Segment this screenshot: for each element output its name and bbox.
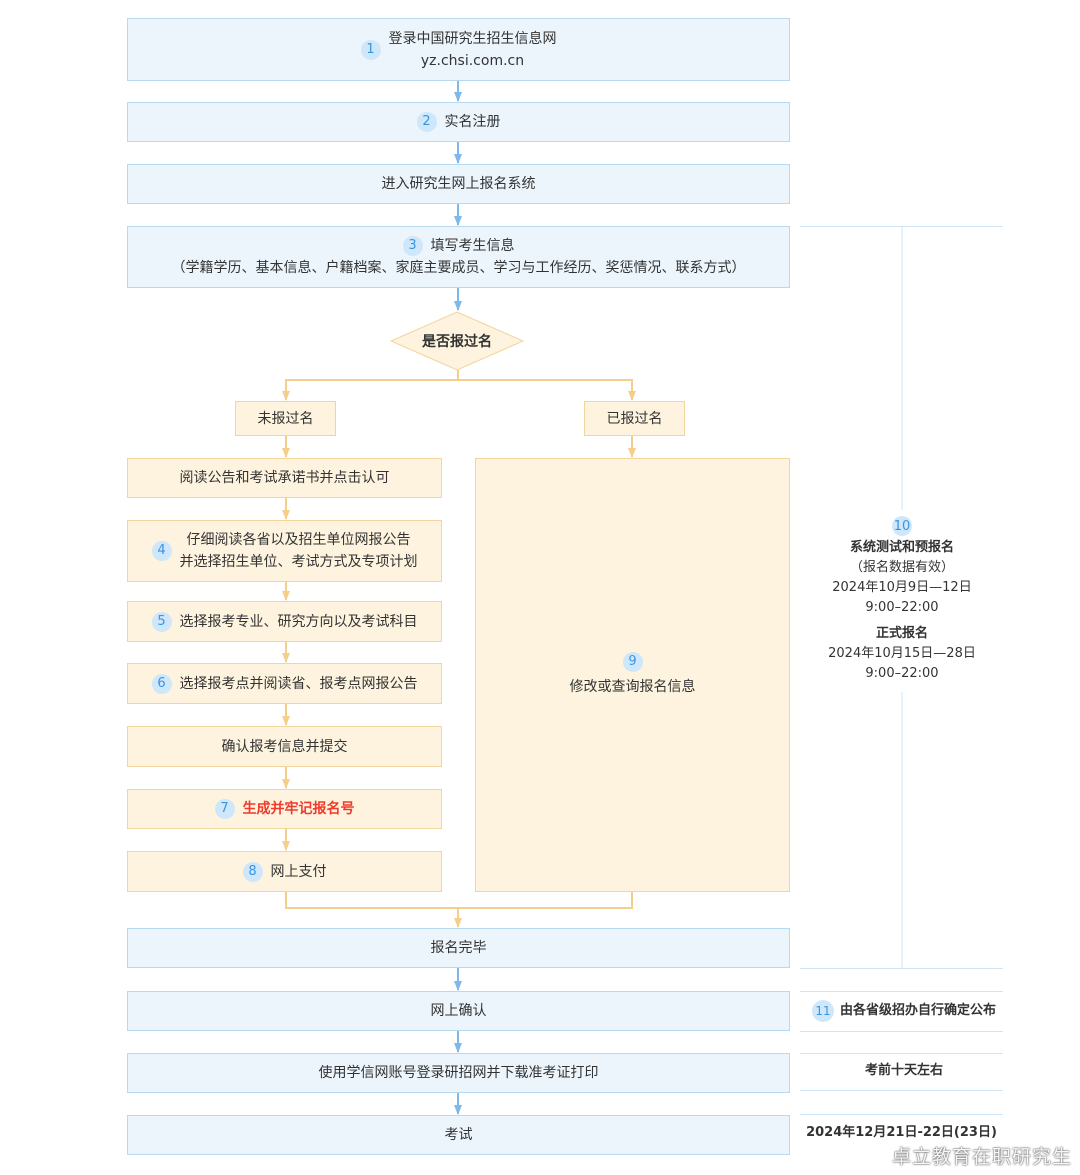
fill-info-detail: （学籍学历、基本信息、户籍档案、家庭主要成员、学习与工作经历、奖惩情况、联系方式… [171,260,746,276]
schedule-divider [800,968,1003,969]
decision-label: 是否报过名 [422,334,492,350]
step-number-1: 1 [360,39,381,60]
enter-system-step: 进入研究生网上报名系统 [127,164,790,204]
not-registered-label: 未报过名 [257,410,314,427]
confirm-schedule-text: 由各省级招办自行确定公布 [839,1003,996,1018]
modify-info-label: 修改或查询报名信息 [569,679,696,695]
exam-date-text: 2024年12月21日-22日(23日) [806,1125,997,1140]
online-confirm-step: 网上确认 [127,991,790,1031]
registration-complete-step: 报名完毕 [127,928,790,968]
step-number-5: 5 [151,611,172,632]
confirm-schedule: 11 由各省级招办自行确定公布 [805,999,1003,1023]
step-number-3: 3 [402,236,423,256]
formal-period-time: 9:00–22:00 [865,666,939,681]
registration-complete-label: 报名完毕 [430,940,487,956]
step-number-10: 10 [892,516,912,536]
read-notice-step: 阅读公告和考试承诺书并点击认可 [127,458,442,498]
schedule-divider [800,1031,1003,1032]
print-schedule-text: 考前十天左右 [864,1063,943,1078]
choose-site-step: 6 选择报考点并阅读省、报考点网报公告 [127,663,442,704]
schedule-divider [800,1090,1003,1091]
exam-step: 考试 [127,1115,790,1155]
test-period-date: 2024年10月9日—12日 [832,580,972,595]
decision-diamond: 是否报过名 [390,311,524,371]
schedule-divider [800,991,1003,992]
step-number-8: 8 [242,861,263,882]
schedule-divider [800,1114,1003,1115]
formal-period-title: 正式报名 [875,626,928,641]
step-number-7: 7 [214,799,235,819]
test-period-note: （报名数据有效） [849,560,954,575]
login-step-url: yz.chsi.com.cn [420,52,525,69]
fill-info-title: 填写考生信息 [430,238,515,254]
generate-number-label: 生成并牢记报名号 [242,801,355,817]
print-ticket-label: 使用学信网账号登录研招网并下载准考证打印 [318,1065,599,1081]
online-pay-step: 8 网上支付 [127,851,442,892]
registered-branch: 已报过名 [584,401,685,436]
choose-site-label: 选择报考点并阅读省、报考点网报公告 [179,675,418,692]
step-number-4: 4 [151,541,172,561]
step-number-2: 2 [416,112,437,132]
step-number-11: 11 [811,1000,834,1022]
online-pay-label: 网上支付 [270,863,327,880]
register-step: 2 实名注册 [127,102,790,142]
test-period-title: 系统测试和预报名 [849,540,954,555]
exam-label: 考试 [444,1127,473,1143]
choose-unit-line1: 仔细阅读各省以及招生单位网报公告 [186,532,411,548]
enter-system-label: 进入研究生网上报名系统 [381,176,536,192]
choose-unit-step: 4 仔细阅读各省以及招生单位网报公告 并选择招生单位、考试方式及专项计划 [127,520,442,582]
schedule-divider [800,1053,1003,1054]
modify-info-step: 9 修改或查询报名信息 [475,458,790,892]
formal-period-date: 2024年10月15日—28日 [828,646,976,661]
login-step: 1 登录中国研究生招生信息网 yz.chsi.com.cn [127,18,790,81]
registered-label: 已报过名 [606,410,663,427]
registration-schedule: 10 系统测试和预报名 （报名数据有效） 2024年10月9日—12日 9:00… [810,516,994,684]
test-period-time: 9:00–22:00 [865,600,939,615]
watermark: 卓立教育在职研究生 [891,1146,1072,1168]
confirm-submit-step: 确认报考信息并提交 [127,726,442,767]
choose-major-step: 5 选择报考专业、研究方向以及考试科目 [127,601,442,642]
choose-major-label: 选择报考专业、研究方向以及考试科目 [179,613,418,630]
not-registered-branch: 未报过名 [235,401,336,436]
choose-unit-line2: 并选择招生单位、考试方式及专项计划 [179,554,418,570]
confirm-submit-label: 确认报考信息并提交 [221,738,348,755]
read-notice-label: 阅读公告和考试承诺书并点击认可 [179,470,390,486]
fill-info-step: 3 填写考生信息 （学籍学历、基本信息、户籍档案、家庭主要成员、学习与工作经历、… [127,226,790,288]
generate-number-step: 7 生成并牢记报名号 [127,789,442,829]
register-step-label: 实名注册 [444,114,501,130]
online-confirm-label: 网上确认 [430,1003,487,1019]
print-ticket-step: 使用学信网账号登录研招网并下载准考证打印 [127,1053,790,1093]
login-step-title: 登录中国研究生招生信息网 [388,30,557,47]
step-number-9: 9 [622,652,643,672]
step-number-6: 6 [151,673,172,694]
schedule-divider [800,226,1003,227]
yellow-arrows [282,370,636,928]
